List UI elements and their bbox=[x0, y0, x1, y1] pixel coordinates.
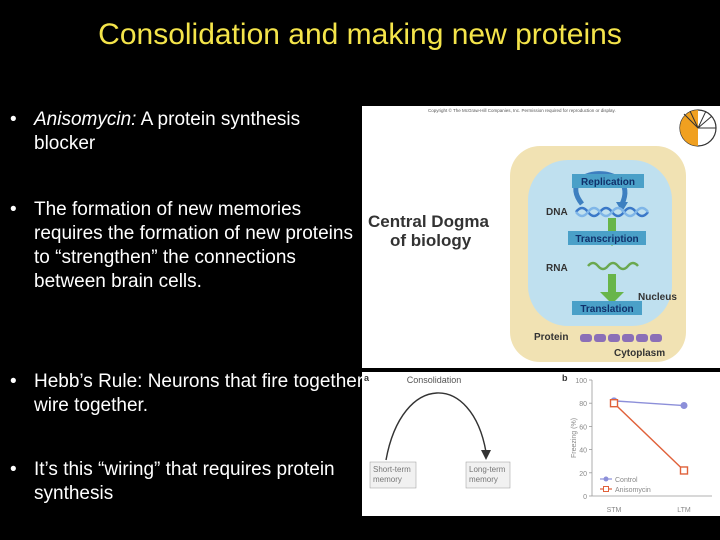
legend-label: Control bbox=[615, 477, 638, 484]
rna-label: RNA bbox=[546, 263, 568, 274]
legend-marker bbox=[603, 486, 609, 492]
panel-b-label: b bbox=[562, 373, 568, 383]
central-dogma-figure: Copyright © The McGraw-Hill Companies, I… bbox=[362, 106, 720, 368]
dogma-heading-line1: Central Dogma bbox=[368, 212, 489, 231]
y-tick-label: 80 bbox=[579, 401, 587, 408]
bullet-item: • It’s this “wiring” that requires prote… bbox=[10, 458, 364, 506]
slide-title: Consolidation and making new proteins bbox=[98, 18, 622, 51]
replication-box bbox=[572, 174, 644, 188]
y-tick-label: 20 bbox=[579, 471, 587, 478]
replication-arrow bbox=[573, 171, 628, 206]
translation-label: Translation bbox=[580, 304, 633, 315]
consolidation-arc bbox=[385, 392, 487, 461]
bullet-text: The formation of new memories requires t… bbox=[34, 199, 353, 292]
bullet-symbol: • bbox=[10, 371, 17, 392]
series-line bbox=[613, 402, 685, 471]
y-tick-label: 0 bbox=[583, 494, 587, 501]
central-dogma-svg: Copyright © The McGraw-Hill Companies, I… bbox=[368, 107, 717, 362]
protein-chain-icon bbox=[580, 334, 662, 342]
translation-box bbox=[572, 301, 642, 315]
panel-a-label: a bbox=[364, 373, 370, 383]
protein-label: Protein bbox=[534, 332, 568, 343]
short-term-box bbox=[369, 461, 417, 489]
y-tick-label: 60 bbox=[579, 424, 587, 431]
transcription-box bbox=[568, 231, 646, 245]
bullet-text: It’s this “wiring” that requires protein… bbox=[34, 459, 335, 504]
bullet-item: • The formation of new memories requires… bbox=[10, 198, 364, 294]
transcription-label: Transcription bbox=[575, 234, 638, 245]
bullet-item: • Anisomycin: A protein synthesis blocke… bbox=[10, 108, 364, 156]
publisher-logo-icon bbox=[679, 109, 717, 147]
cytoplasm-label: Cytoplasm bbox=[614, 348, 665, 359]
consolidation-title: Consolidation bbox=[407, 375, 462, 385]
y-tick-label: 40 bbox=[579, 448, 587, 455]
bullet-text: A protein synthesis blocker bbox=[34, 109, 301, 154]
translation-arrow bbox=[600, 274, 624, 304]
legend-marker bbox=[603, 476, 609, 482]
bullet-item: • Hebb’s Rule: Neurons that fire togethe… bbox=[10, 370, 364, 418]
y-tick-label: 100 bbox=[575, 378, 587, 385]
rna-strand-icon bbox=[587, 261, 639, 271]
dna-label: DNA bbox=[546, 207, 568, 218]
nucleus-label: Nucleus bbox=[638, 292, 677, 303]
replication-label: Replication bbox=[581, 177, 635, 188]
data-point bbox=[680, 402, 688, 410]
copyright-text: Copyright © The McGraw-Hill Companies, I… bbox=[428, 107, 616, 113]
legend-label: Anisomycin bbox=[615, 487, 651, 494]
bullet-symbol: • bbox=[10, 199, 17, 220]
data-point bbox=[609, 399, 619, 408]
long-term-box bbox=[465, 461, 511, 489]
series-line bbox=[613, 400, 685, 407]
x-tick-label: STM bbox=[607, 507, 622, 514]
bullet-symbol: • bbox=[10, 109, 17, 130]
arrowhead-icon bbox=[481, 450, 491, 460]
bullet-text: Hebb’s Rule: Neurons that fire together … bbox=[34, 371, 364, 416]
dogma-heading-line2: of biology bbox=[390, 231, 472, 250]
bullet-symbol: • bbox=[10, 459, 17, 480]
x-tick-label: LTM bbox=[677, 507, 691, 514]
y-axis-label: Freezing (%) bbox=[571, 418, 578, 458]
data-point bbox=[679, 466, 689, 475]
bullet-italic: Anisomycin: bbox=[34, 109, 137, 130]
